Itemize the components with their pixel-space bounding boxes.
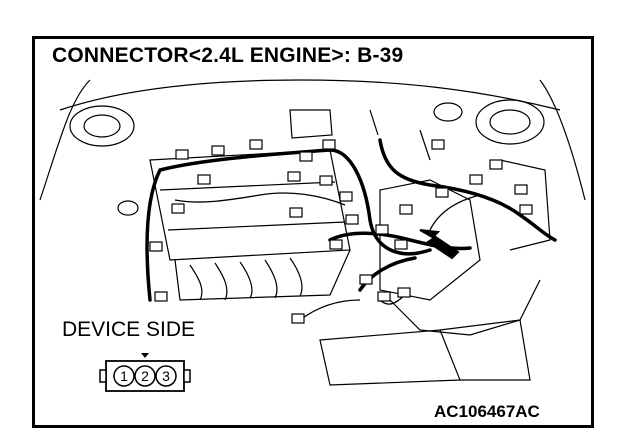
diagram-title: CONNECTOR<2.4L ENGINE>: B-39 <box>50 44 406 68</box>
svg-text:2: 2 <box>141 368 149 384</box>
connector-symbol: 1 2 3 <box>99 353 191 392</box>
svg-text:3: 3 <box>162 368 170 384</box>
device-side-label: DEVICE SIDE <box>62 318 196 342</box>
svg-text:1: 1 <box>120 368 128 384</box>
connector-pin: 1 <box>113 365 135 387</box>
connector-pin: 2 <box>134 365 156 387</box>
connector-pin: 3 <box>155 365 177 387</box>
figure-code: AC106467AC <box>434 402 540 421</box>
pointer-arrow <box>419 229 460 260</box>
